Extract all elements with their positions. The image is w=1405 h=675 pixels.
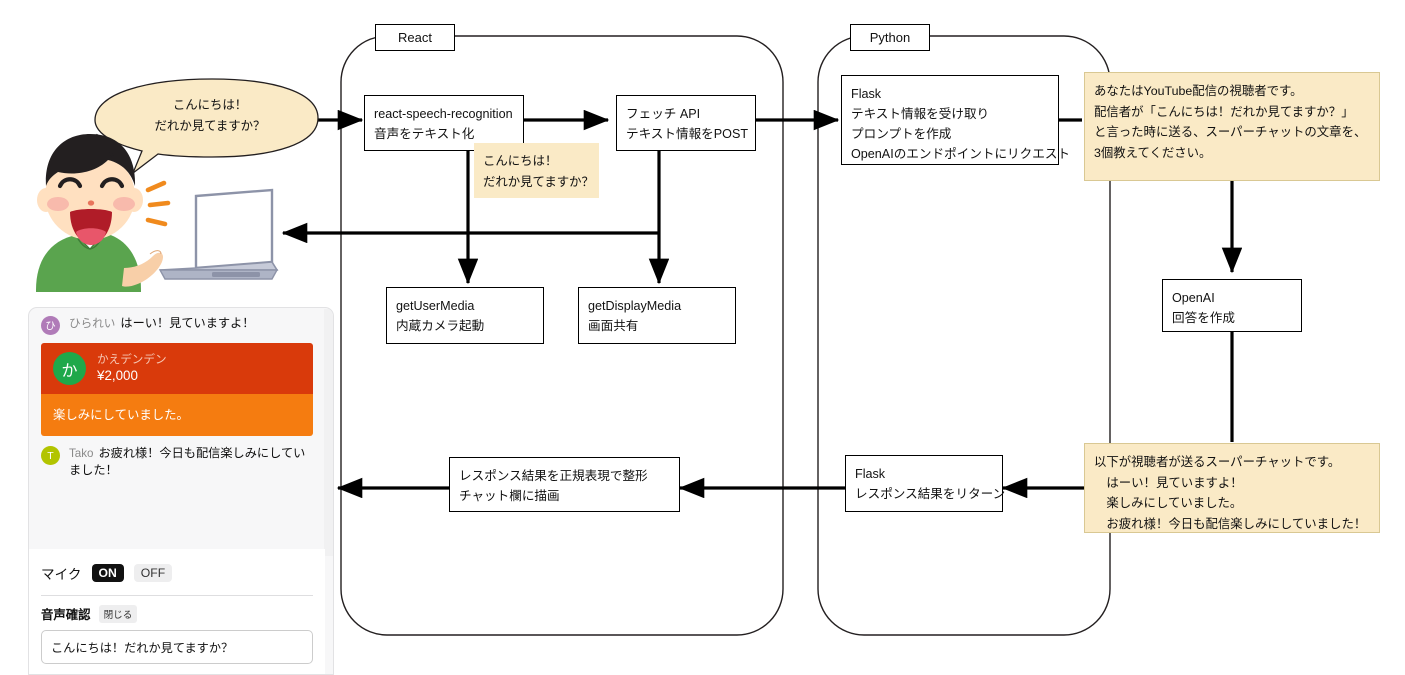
box-react-speech-recognition: react-speech-recognition 音声をテキスト化 xyxy=(364,95,524,151)
mic-off-button[interactable]: OFF xyxy=(133,564,173,582)
chat-message-list: ひ ひられいはーい！見ていますよ！ か かえデンデン ¥2,000 楽しみにして… xyxy=(29,308,325,556)
box-flask-response: Flask レスポンス結果をリターン xyxy=(845,455,1005,512)
python-container-label: Python xyxy=(869,30,911,45)
voice-check-label: 音声確認 xyxy=(41,608,91,622)
close-button[interactable]: 閉じる xyxy=(98,605,138,623)
superchat-author: かえデンデン xyxy=(97,353,167,366)
avatar-kaedenden: か xyxy=(53,352,86,385)
chat-message-hirarei: ひ ひられいはーい！見ていますよ！ xyxy=(29,308,325,339)
note-superchat-result: 以下が視聴者が送るスーパーチャットです。 はーい！見ていますよ！ 楽しみにしてい… xyxy=(1084,443,1380,533)
box-fetch-api: フェッチ API テキスト情報をPOST xyxy=(616,95,756,151)
laptop-illustration xyxy=(158,188,279,280)
chat-text-tako: お疲れ様！今日も配信楽しみにしていました！ xyxy=(69,446,306,477)
chat-controls: マイク ON OFF 音声確認 閉じる こんにちは！だれか見てますか？ xyxy=(29,549,325,674)
chat-author-tako: Tako xyxy=(69,447,94,460)
speech-bubble-text: こんにちは！ だれか見てますか？ xyxy=(115,95,305,137)
chat-author-hirarei: ひられい xyxy=(69,317,116,330)
superchat-header: か かえデンデン ¥2,000 xyxy=(41,343,313,394)
avatar-hirarei: ひ xyxy=(41,316,60,335)
box-flask-request: Flask テキスト情報を受け取り プロンプトを作成 OpenAIのエンドポイン… xyxy=(841,75,1070,165)
note-prompt: あなたはYouTube配信の視聴者です。 配信者が「こんにちは！だれか見てますか… xyxy=(1084,72,1380,181)
box-get-user-media: getUserMedia 内蔵カメラ起動 xyxy=(386,287,544,344)
speech-bubble-line1: こんにちは！ xyxy=(172,98,248,112)
superchat-message: 楽しみにしていました。 xyxy=(41,394,313,436)
controls-divider xyxy=(41,595,313,596)
superchat-meta: かえデンデン ¥2,000 xyxy=(97,352,167,385)
box-format-response: レスポンス結果を正規表現で整形 チャット欄に描画 xyxy=(449,457,680,512)
transcript-field[interactable]: こんにちは！だれか見てますか？ xyxy=(41,630,313,664)
box-openai: OpenAI 回答を作成 xyxy=(1162,279,1302,332)
superchat-amount: ¥2,000 xyxy=(97,368,138,383)
chat-text-hirarei: はーい！見ていますよ！ xyxy=(120,316,255,330)
chat-scrollbar[interactable] xyxy=(324,309,333,556)
speaking-boy-illustration xyxy=(36,133,171,292)
note-speech-text: こんにちは！ だれか見てますか？ xyxy=(474,143,599,198)
react-container-tag: React xyxy=(375,24,455,51)
python-container-tag: Python xyxy=(850,24,930,51)
avatar-tako: T xyxy=(41,446,60,465)
mic-label: マイク xyxy=(41,567,82,582)
speech-bubble-line2: だれか見てますか？ xyxy=(154,119,266,133)
mic-control-row: マイク ON OFF xyxy=(41,549,313,595)
box-get-display-media: getDisplayMedia 画面共有 xyxy=(578,287,736,344)
superchat-card: か かえデンデン ¥2,000 楽しみにしていました。 xyxy=(41,343,313,436)
chat-message-hirarei-body: ひられいはーい！見ていますよ！ xyxy=(69,315,254,332)
mic-on-button[interactable]: ON xyxy=(91,564,124,582)
voice-check-row: 音声確認 閉じる xyxy=(41,596,313,630)
react-container-label: React xyxy=(398,30,432,45)
chat-widget: ひ ひられいはーい！見ていますよ！ か かえデンデン ¥2,000 楽しみにして… xyxy=(28,307,334,675)
